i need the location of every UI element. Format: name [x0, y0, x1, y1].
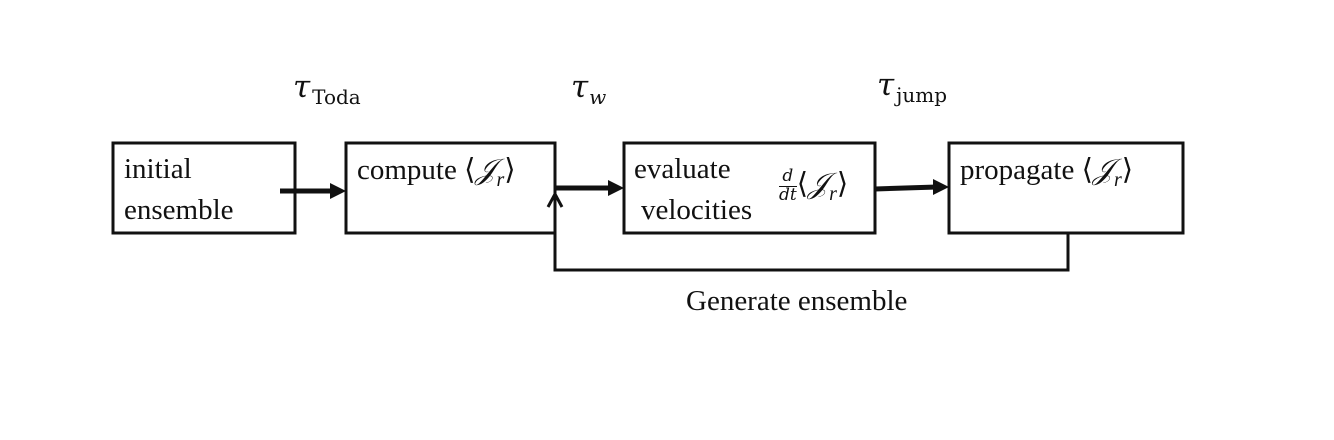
generate-ensemble-label: Generate ensemble — [686, 285, 908, 317]
initial-line2: ensemble — [124, 194, 234, 226]
evaluate-line1: evaluate — [634, 153, 731, 185]
box-initial — [111, 141, 297, 235]
compute-label: compute ⟨𝒥r⟩ — [357, 152, 516, 191]
box-propagate — [947, 141, 1185, 235]
propagate-label: propagate ⟨𝒥r⟩ — [960, 152, 1134, 191]
arrow-initial-to-compute — [280, 183, 346, 199]
initial-line1: initial — [124, 153, 192, 185]
feedback-loop-arrow — [546, 190, 1070, 272]
evaluate-line2: velocities — [641, 194, 753, 226]
arrow-evaluate-to-propagate — [874, 179, 949, 195]
arrow-compute-to-evaluate — [555, 180, 624, 196]
tau-w-label: τw — [571, 69, 607, 109]
